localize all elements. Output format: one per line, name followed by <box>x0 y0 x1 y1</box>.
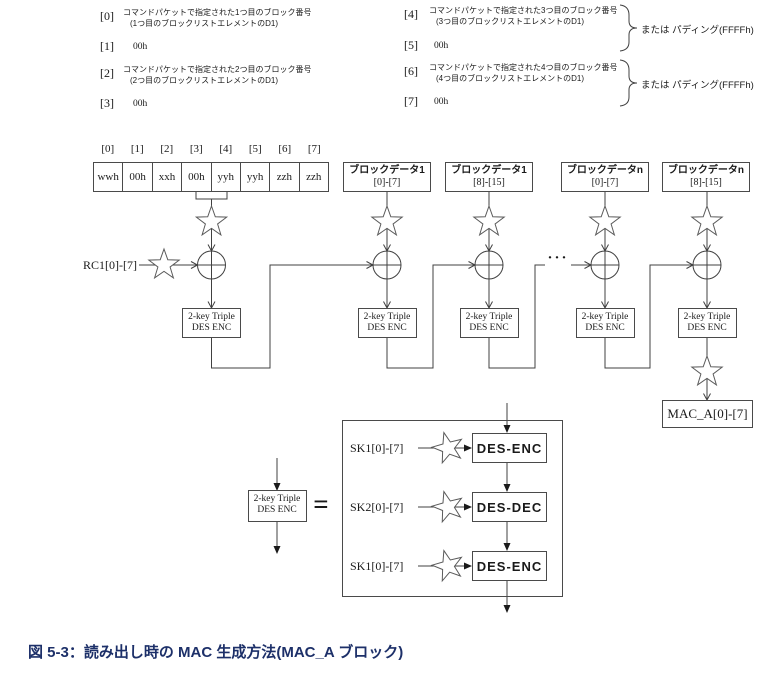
des-op-label: DES-ENC <box>476 440 543 456</box>
figure-caption: 図 5-3：読み出し時の MAC 生成方法(MAC_A ブロック) <box>28 644 404 661</box>
mac-output-box: MAC_A[0]-[7] <box>662 400 753 428</box>
byte-cell: 00h <box>182 163 212 191</box>
byte-index-label: [4] <box>404 7 418 21</box>
triple-des-line2: DES ENC <box>367 323 407 333</box>
des-op-label: DES-ENC <box>476 558 543 574</box>
block-data-range: [0]-[7] <box>373 177 401 188</box>
byte-value: 00h <box>434 41 449 51</box>
byte-description: コマンドパケットで指定された2つ目のブロック番号 (2つ目のブロックリストエレメ… <box>123 65 311 86</box>
triple-des-line1: 2-key Triple <box>465 312 513 322</box>
byte-index-label: [6] <box>404 64 418 78</box>
byte-header: [5] <box>248 143 262 155</box>
triple-des-line1: 2-key Triple <box>683 312 731 322</box>
byte-description-line1: コマンドパケットで指定された2つ目のブロック番号 <box>123 65 312 74</box>
star-icon <box>148 248 180 279</box>
byte-value: 00h <box>434 97 449 107</box>
block-data-range: [8]-[15] <box>473 177 505 188</box>
triple-des-box: 2-key Triple DES ENC <box>459 308 519 338</box>
triple-des-line1: 2-key Triple <box>253 494 301 504</box>
block-data-title: ブロックデータn <box>566 165 644 176</box>
byte-index-label: [7] <box>404 94 418 108</box>
triple-des-box: 2-key Triple DES ENC <box>182 308 241 338</box>
block-data-range: [8]-[15] <box>690 177 722 188</box>
block-data-title: ブロックデータn <box>667 165 745 176</box>
byte-description: コマンドパケットで指定された4つ目のブロック番号 (4つ目のブロックリストエレメ… <box>429 63 617 84</box>
byte-value: 00h <box>133 99 148 109</box>
des-op-box: DES-DEC <box>472 492 547 522</box>
byte-value: 00h <box>133 42 148 52</box>
block-data-box: ブロックデータ1 [8]-[15] <box>445 162 533 192</box>
triple-des-line1: 2-key Triple <box>581 312 629 322</box>
byte-description: コマンドパケットで指定された1つ目のブロック番号 (1つ目のブロックリストエレメ… <box>123 8 311 29</box>
byte-index-label: [0] <box>100 9 114 23</box>
byte-header: [6] <box>278 143 292 155</box>
byte-description-line1: コマンドパケットで指定された3つ目のブロック番号 <box>429 6 618 15</box>
byte-header: [0] <box>101 143 115 155</box>
block-data-range: [0]-[7] <box>591 177 619 188</box>
triple-des-line2: DES ENC <box>469 323 509 333</box>
mac-output-label: MAC_A[0]-[7] <box>667 406 748 421</box>
session-key-label: SK1[0]-[7] <box>350 441 404 455</box>
byte-cell: xxh <box>153 163 183 191</box>
des-op-label: DES-DEC <box>476 499 543 515</box>
equals-sign: = <box>313 489 329 519</box>
byte-header: [3] <box>189 143 203 155</box>
triple-des-line2: DES ENC <box>191 323 232 333</box>
byte-index-label: [3] <box>100 96 114 110</box>
block-data-box: ブロックデータn [8]-[15] <box>662 162 750 192</box>
triple-des-line1: 2-key Triple <box>363 312 411 322</box>
block-data-title: ブロックデータ1 <box>451 165 527 176</box>
byte-description-line1: コマンドパケットで指定された1つ目のブロック番号 <box>123 8 312 17</box>
byte-cell: yyh <box>241 163 271 191</box>
triple-des-line2: DES ENC <box>687 323 727 333</box>
block-data-box: ブロックデータn [0]-[7] <box>561 162 649 192</box>
ellipsis: ··· <box>547 250 569 266</box>
triple-des-box: 2-key Triple DES ENC <box>357 308 417 338</box>
triple-des-line1: 2-key Triple <box>188 312 235 322</box>
byte-index-label: [1] <box>100 39 114 53</box>
block-data-title: ブロックデータ1 <box>349 165 425 176</box>
byte-cell: 00h <box>123 163 153 191</box>
byte-index-label: [2] <box>100 66 114 80</box>
triple-des-line2: DES ENC <box>257 505 297 515</box>
byte-header: [4] <box>219 143 233 155</box>
triple-des-box: 2-key Triple DES ENC <box>247 490 307 522</box>
byte-description: コマンドパケットで指定された3つ目のブロック番号 (3つ目のブロックリストエレメ… <box>429 6 617 27</box>
padding-brace-bottom <box>619 59 638 107</box>
triple-des-detail-box <box>342 420 563 597</box>
byte-header: [2] <box>160 143 174 155</box>
byte-index-label: [5] <box>404 38 418 52</box>
byte-header: [7] <box>307 143 321 155</box>
padding-note: または パディング(FFFFh) <box>641 25 754 36</box>
block-data-box: ブロックデータ1 [0]-[7] <box>343 162 431 192</box>
byte-cell: yyh <box>212 163 241 191</box>
session-key-label: SK1[0]-[7] <box>350 559 404 573</box>
byte-cell: zzh <box>270 163 300 191</box>
byte-description-line2: (4つ目のブロックリストエレメントのD1) <box>436 73 585 83</box>
padding-brace-top <box>619 4 638 52</box>
des-op-box: DES-ENC <box>472 551 547 581</box>
rc1-label: RC1[0]-[7] <box>83 258 137 272</box>
triple-des-box: 2-key Triple DES ENC <box>677 308 737 338</box>
triple-des-box: 2-key Triple DES ENC <box>575 308 635 338</box>
byte-description-line2: (2つ目のブロックリストエレメントのD1) <box>130 75 279 85</box>
des-op-box: DES-ENC <box>472 433 547 463</box>
command-byte-table: wwh 00h xxh 00h yyh yyh zzh zzh <box>93 162 329 192</box>
padding-note: または パディング(FFFFh) <box>641 80 754 91</box>
byte-description-line2: (3つ目のブロックリストエレメントのD1) <box>436 16 585 26</box>
byte-cell: wwh <box>94 163 124 191</box>
byte-description-line1: コマンドパケットで指定された4つ目のブロック番号 <box>429 63 618 72</box>
triple-des-line2: DES ENC <box>585 323 625 333</box>
byte-cell: zzh <box>306 171 322 183</box>
byte-header: [1] <box>130 143 144 155</box>
byte-description-line2: (1つ目のブロックリストエレメントのD1) <box>130 18 279 28</box>
session-key-label: SK2[0]-[7] <box>350 500 404 514</box>
